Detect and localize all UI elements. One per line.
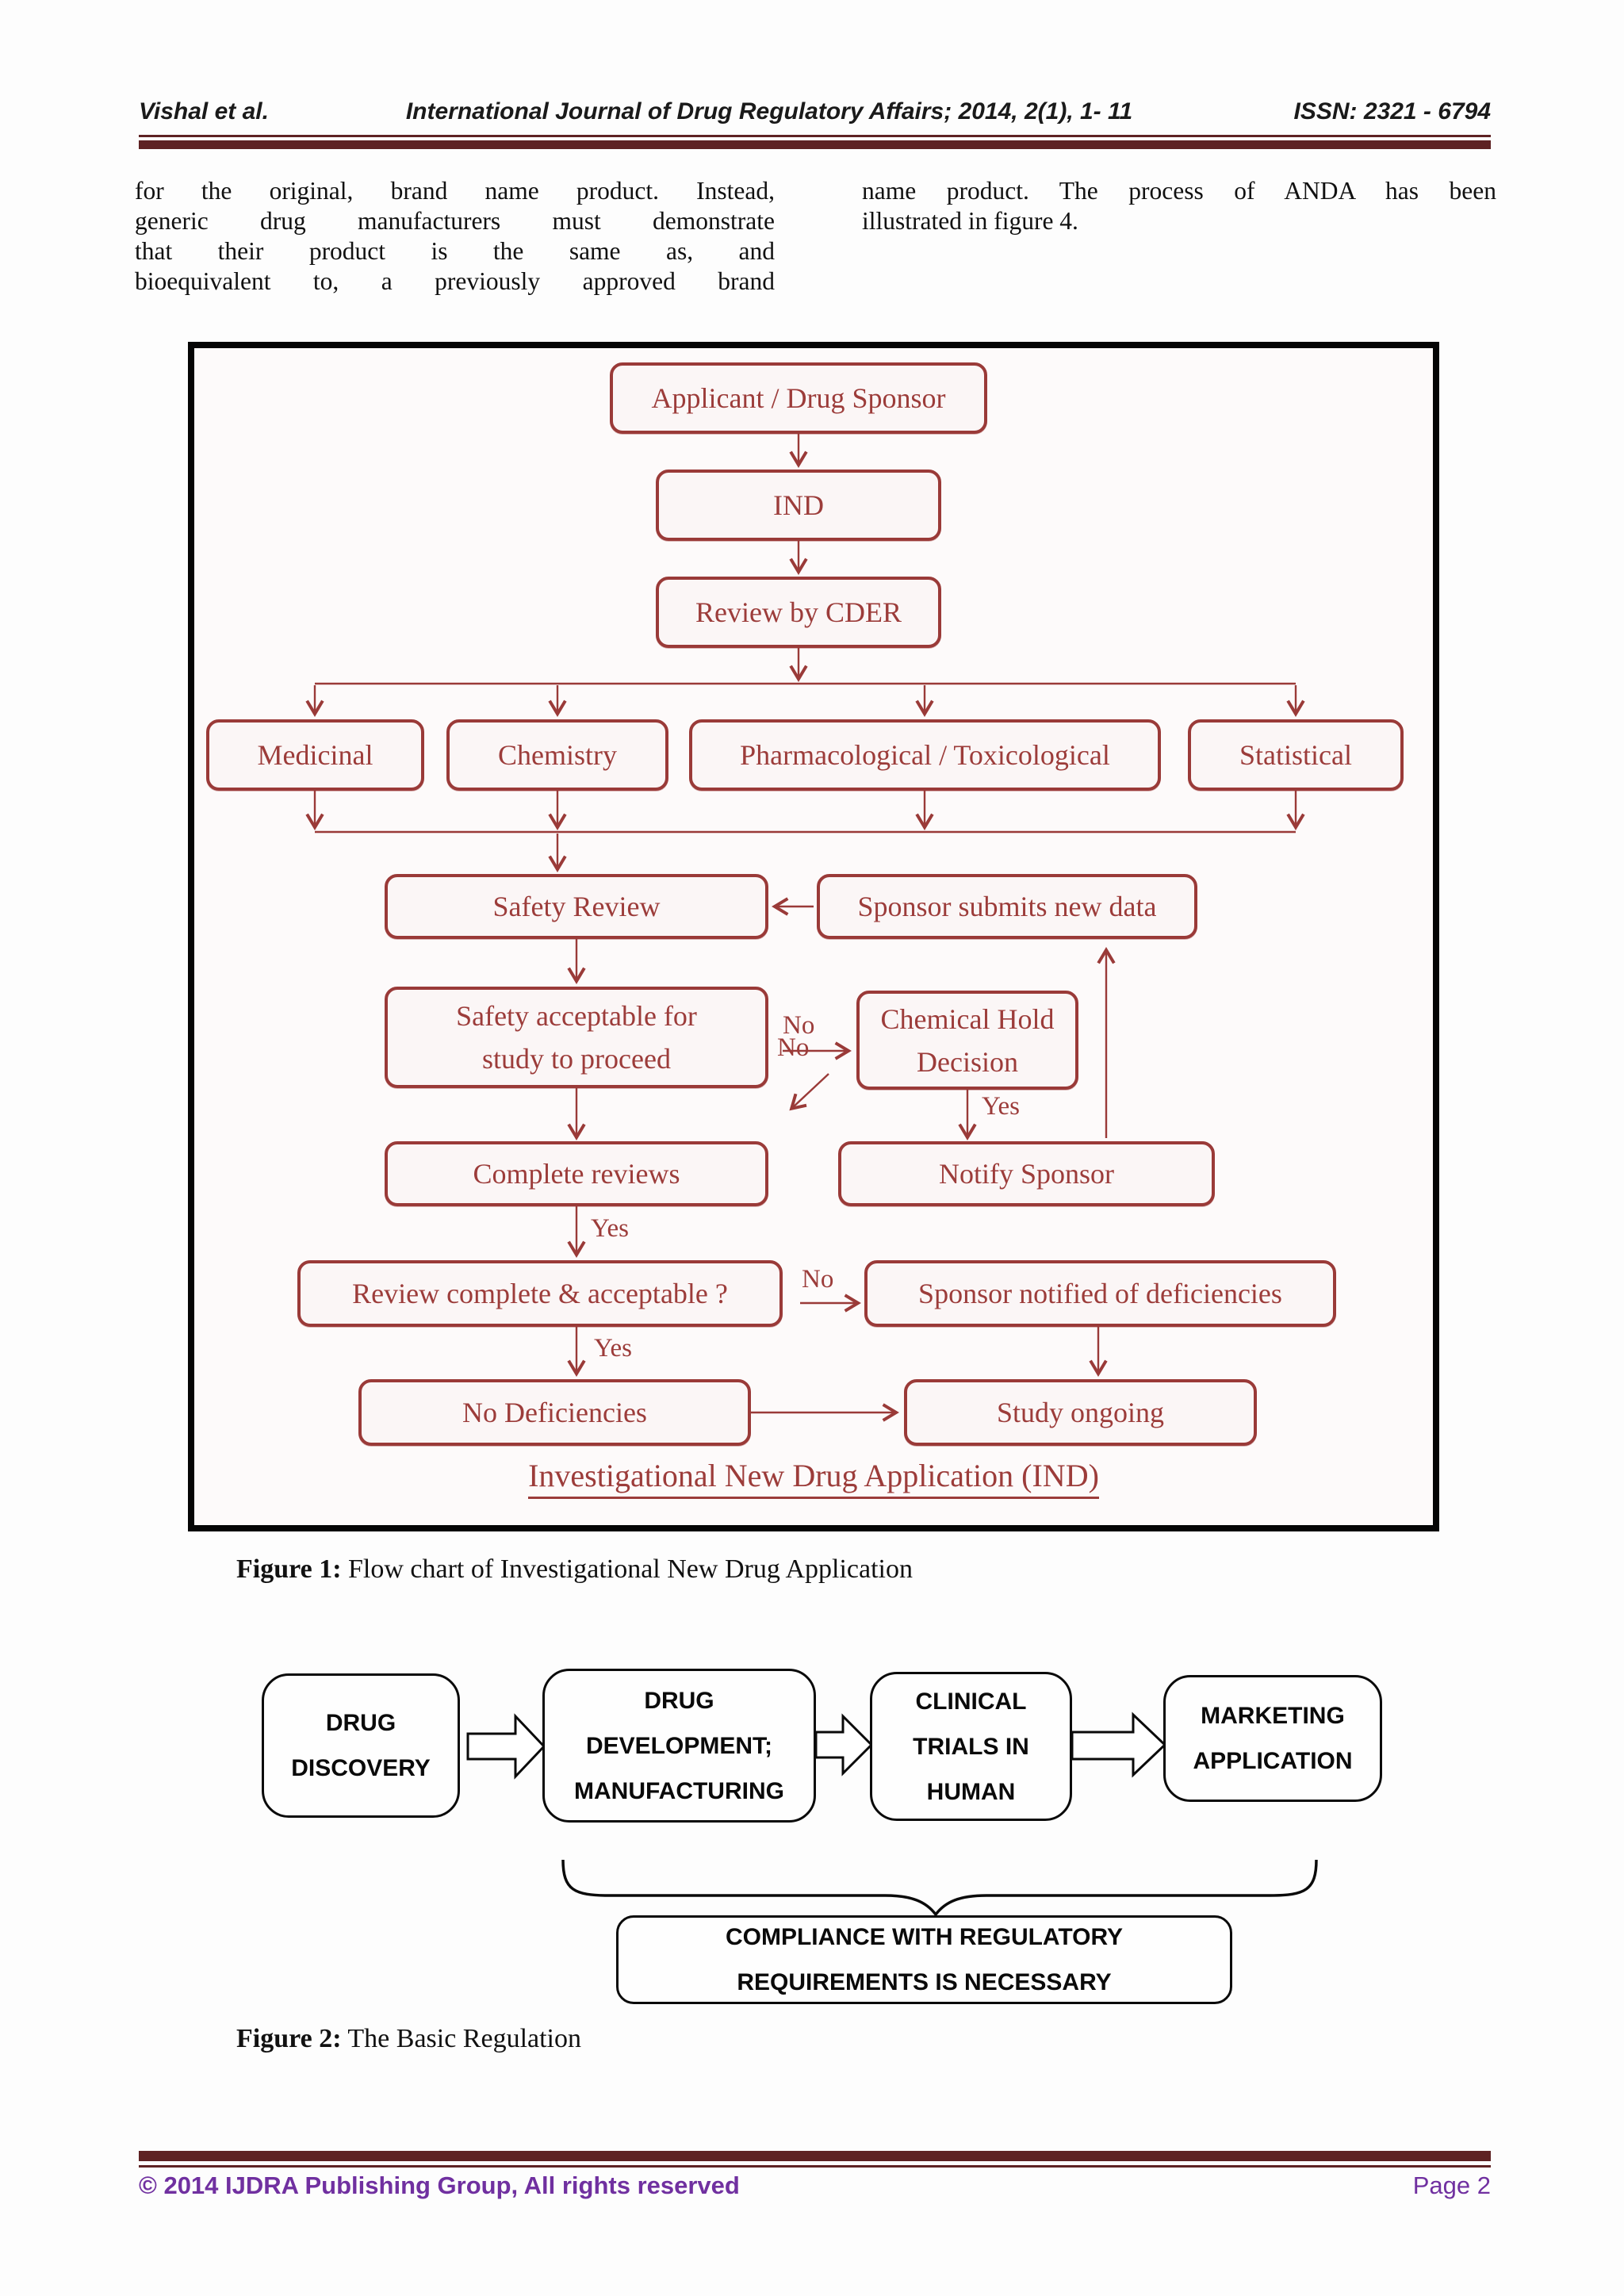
figure1-caption: Figure 1: Flow chart of Investigational … — [236, 1554, 913, 1585]
node-marketing-application: MARKETING APPLICATION — [1163, 1675, 1382, 1802]
figure2-caption-text: The Basic Regulation — [341, 2024, 581, 2053]
node-statistical: Statistical — [1188, 719, 1404, 791]
edge-label-yes: Yes — [982, 1092, 1021, 1121]
node-safety-acceptable: Safety acceptable for study to proceed — [385, 987, 768, 1088]
header-rule-thick — [139, 140, 1491, 149]
node-study-ongoing: Study ongoing — [904, 1379, 1257, 1446]
node-pharmacological-toxicological: Pharmacological / Toxicological — [689, 719, 1161, 791]
curly-brace-icon — [561, 1859, 1318, 1917]
node-applicant-drug-sponsor: Applicant / Drug Sponsor — [610, 362, 987, 434]
body-left-column: for the original, brand name product. In… — [135, 176, 775, 297]
edge-label-no: No — [777, 1033, 810, 1062]
figure2-caption-label: Figure 2: — [236, 2024, 342, 2053]
node-medicinal: Medicinal — [206, 719, 424, 791]
figure1-diagram-title: Investigational New Drug Application (IN… — [274, 1457, 1354, 1499]
edge-label-yes: Yes — [591, 1214, 630, 1243]
node-sponsor-submits-new-data: Sponsor submits new data — [817, 874, 1197, 939]
node-complete-reviews: Complete reviews — [385, 1141, 768, 1206]
figure1-caption-text: Flow chart of Investigational New Drug A… — [341, 1554, 913, 1584]
edge-label-yes: Yes — [594, 1334, 633, 1363]
footer-rule-thick — [139, 2151, 1491, 2161]
footer-page-number: Page 2 — [1412, 2171, 1491, 2199]
body-text-line: bioequivalent to, a previously approved … — [135, 267, 775, 295]
node-chemical-hold-decision: Chemical Hold Decision — [856, 991, 1078, 1090]
edge-label-no: No — [783, 1011, 815, 1040]
node-clinical-trials-in-human: CLINICAL TRIALS IN HUMAN — [870, 1672, 1072, 1821]
body-text-line: for the original, brand name product. In… — [135, 177, 775, 205]
header-rule-thin — [139, 135, 1491, 137]
body-text-line: that their product is the same as, and — [135, 237, 775, 265]
footer-rule-thin — [139, 2165, 1491, 2168]
header-author: Vishal et al. — [139, 98, 269, 125]
node-compliance-regulatory: COMPLIANCE WITH REGULATORY REQUIREMENTS … — [616, 1915, 1232, 2004]
figure1-connectors — [305, 434, 1305, 1422]
node-review-by-cder: Review by CDER — [656, 577, 941, 648]
footer-copyright: © 2014 IJDRA Publishing Group, All right… — [139, 2171, 740, 2199]
figure2-caption: Figure 2: The Basic Regulation — [236, 2024, 581, 2054]
body-text-line: generic drug manufacturers must demonstr… — [135, 207, 775, 235]
node-notify-sponsor: Notify Sponsor — [838, 1141, 1215, 1206]
body-text-line: name product. The process of ANDA has be… — [862, 177, 1496, 205]
node-no-deficiencies: No Deficiencies — [358, 1379, 751, 1446]
node-drug-discovery: DRUG DISCOVERY — [262, 1673, 460, 1818]
body-text-line: illustrated in figure 4. — [862, 207, 1078, 235]
header-issn: ISSN: 2321 - 6794 — [1293, 98, 1491, 125]
figure2-connectors — [466, 1711, 1318, 1917]
figure2-basic-regulation: DRUG DISCOVERY DRUG DEVELOPMENT; MANUFAC… — [238, 1658, 1396, 2054]
block-arrow-right-icon — [466, 1713, 546, 1780]
node-safety-review: Safety Review — [385, 874, 768, 939]
figure1-ind-flowchart: Applicant / Drug Sponsor IND Review by C… — [188, 342, 1439, 1531]
node-chemistry: Chemistry — [446, 719, 668, 791]
body-right-column: name product. The process of ANDA has be… — [862, 176, 1496, 236]
node-ind: IND — [656, 470, 941, 541]
header-journal-title: International Journal of Drug Regulatory… — [405, 98, 1133, 125]
figure1-caption-label: Figure 1: — [236, 1554, 342, 1584]
node-drug-development-manufacturing: DRUG DEVELOPMENT; MANUFACTURING — [542, 1669, 816, 1823]
node-sponsor-notified-deficiencies: Sponsor notified of deficiencies — [864, 1260, 1336, 1327]
edge-label-no: No — [802, 1265, 834, 1294]
node-review-complete-acceptable: Review complete & acceptable ? — [297, 1260, 783, 1327]
block-arrow-right-icon — [814, 1713, 874, 1777]
block-arrow-right-icon — [1071, 1711, 1167, 1778]
figure1-diagram-title-text: Investigational New Drug Application (IN… — [528, 1458, 1099, 1499]
edge-no-diagonal — [789, 1073, 829, 1111]
